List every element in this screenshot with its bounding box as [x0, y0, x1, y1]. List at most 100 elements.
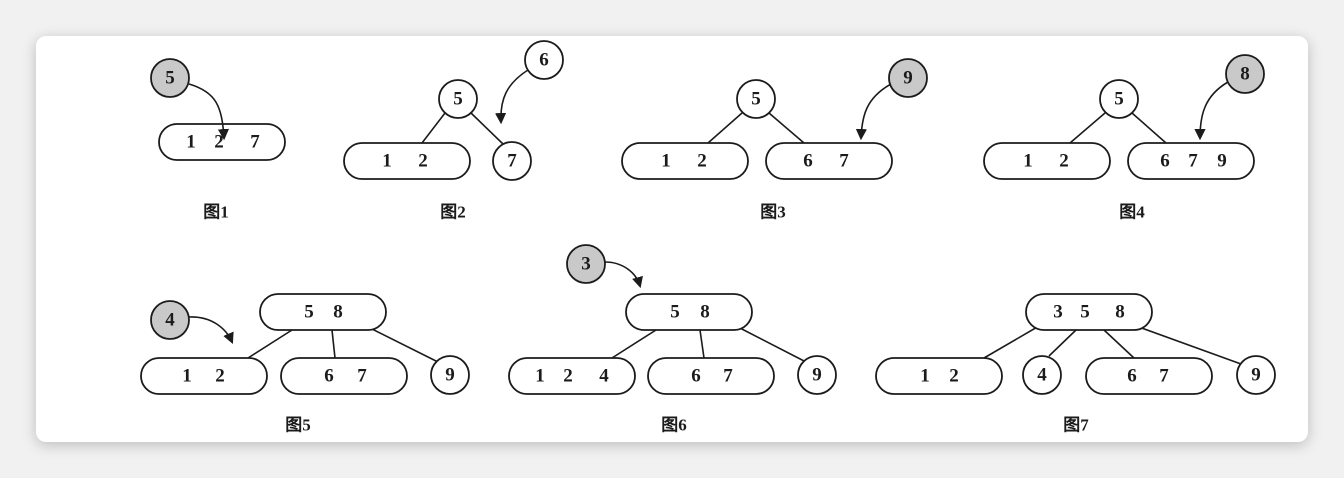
node-key: 2 — [697, 151, 707, 172]
tree-node-single — [1099, 79, 1139, 119]
node-key: 1 — [1023, 151, 1033, 172]
node-key: 4 — [599, 366, 609, 387]
node-key: 9 — [1217, 151, 1227, 172]
tree-node — [1085, 357, 1213, 395]
figure-caption: 图1 — [203, 203, 229, 222]
tree-node-single — [736, 79, 776, 119]
tree-edge — [470, 112, 504, 145]
figure-caption: 图2 — [440, 203, 466, 222]
node-key: 1 — [182, 366, 192, 387]
inserted-key: 5 — [165, 68, 175, 89]
tree-edge — [699, 329, 705, 359]
inserted-key-circle — [150, 58, 190, 98]
node-key: 6 — [691, 366, 701, 387]
tree-node — [875, 357, 1003, 395]
tree-edge — [983, 325, 1040, 359]
node-key: 5 — [751, 89, 761, 110]
tree-edge — [247, 329, 293, 359]
node-key: 1 — [535, 366, 545, 387]
node-key: 8 — [333, 302, 343, 323]
tree-edge — [421, 112, 446, 144]
tree-node-single — [430, 355, 470, 395]
figure-caption: 图4 — [1119, 203, 1145, 222]
tree-node-single — [1236, 355, 1276, 395]
figure-2: 5 1 2 7 6 图2 — [343, 40, 564, 222]
node-key: 6 — [1160, 151, 1170, 172]
figure-caption: 图3 — [760, 203, 786, 222]
tree-edge — [707, 112, 743, 144]
node-key: 7 — [839, 151, 849, 172]
node-key: 5 — [304, 302, 314, 323]
tree-edge — [1069, 112, 1106, 144]
tree-edge — [611, 329, 657, 359]
node-key: 5 — [1114, 89, 1124, 110]
tree-node-single — [1022, 355, 1062, 395]
tree-node — [765, 142, 893, 180]
tree-edge — [365, 325, 439, 363]
tree-edge — [735, 325, 807, 363]
node-key: 1 — [920, 366, 930, 387]
node-key: 5 — [1080, 302, 1090, 323]
node-key: 1 — [382, 151, 392, 172]
node-key: 7 — [1188, 151, 1198, 172]
inserted-key: 3 — [581, 254, 591, 275]
tree-node — [983, 142, 1111, 180]
node-key: 8 — [700, 302, 710, 323]
inserted-key: 4 — [165, 310, 175, 331]
node-key: 7 — [1159, 366, 1169, 387]
node-key: 8 — [1115, 302, 1125, 323]
tree-node — [1025, 293, 1153, 331]
figure-caption: 图6 — [661, 416, 687, 435]
inserted-key-circle — [524, 40, 564, 80]
insert-arrow — [1194, 81, 1229, 141]
node-key: 2 — [418, 151, 428, 172]
tree-edge — [1103, 329, 1135, 359]
tree-edge — [1135, 325, 1242, 365]
tree-edge — [1131, 112, 1167, 144]
insert-arrow — [188, 316, 234, 345]
tree-node-single — [492, 141, 532, 181]
node-key: 6 — [1127, 366, 1137, 387]
tree-node — [508, 357, 636, 395]
node-key: 3 — [1053, 302, 1063, 323]
node-key: 4 — [1037, 365, 1047, 386]
node-key: 7 — [507, 151, 517, 172]
node-key: 2 — [949, 366, 959, 387]
tree-edge — [331, 329, 336, 359]
inserted-key-circle — [1225, 54, 1265, 94]
inserted-key: 6 — [539, 50, 549, 71]
figure-caption: 图5 — [285, 416, 311, 435]
node-key: 5 — [453, 89, 463, 110]
node-key: 7 — [357, 366, 367, 387]
insert-arrow — [495, 69, 529, 125]
figure-caption: 图7 — [1063, 416, 1089, 435]
tree-node — [140, 357, 268, 395]
inserted-key-circle — [566, 244, 606, 284]
insert-arrow — [855, 83, 892, 141]
tree-node-single — [438, 79, 478, 119]
tree-node — [625, 293, 753, 331]
node-key: 9 — [812, 365, 822, 386]
tree-node — [621, 142, 749, 180]
node-key: 6 — [324, 366, 334, 387]
tree-node — [647, 357, 775, 395]
inserted-key-circle — [888, 58, 928, 98]
tree-node — [280, 357, 408, 395]
node-key: 7 — [723, 366, 733, 387]
inserted-key-circle — [150, 300, 190, 340]
insert-arrow — [188, 83, 230, 141]
node-key: 2 — [1059, 151, 1069, 172]
tree-node — [1127, 142, 1255, 180]
node-key: 2 — [563, 366, 573, 387]
node-key: 2 — [215, 366, 225, 387]
tree-node — [343, 142, 471, 180]
inserted-key: 8 — [1240, 64, 1250, 85]
